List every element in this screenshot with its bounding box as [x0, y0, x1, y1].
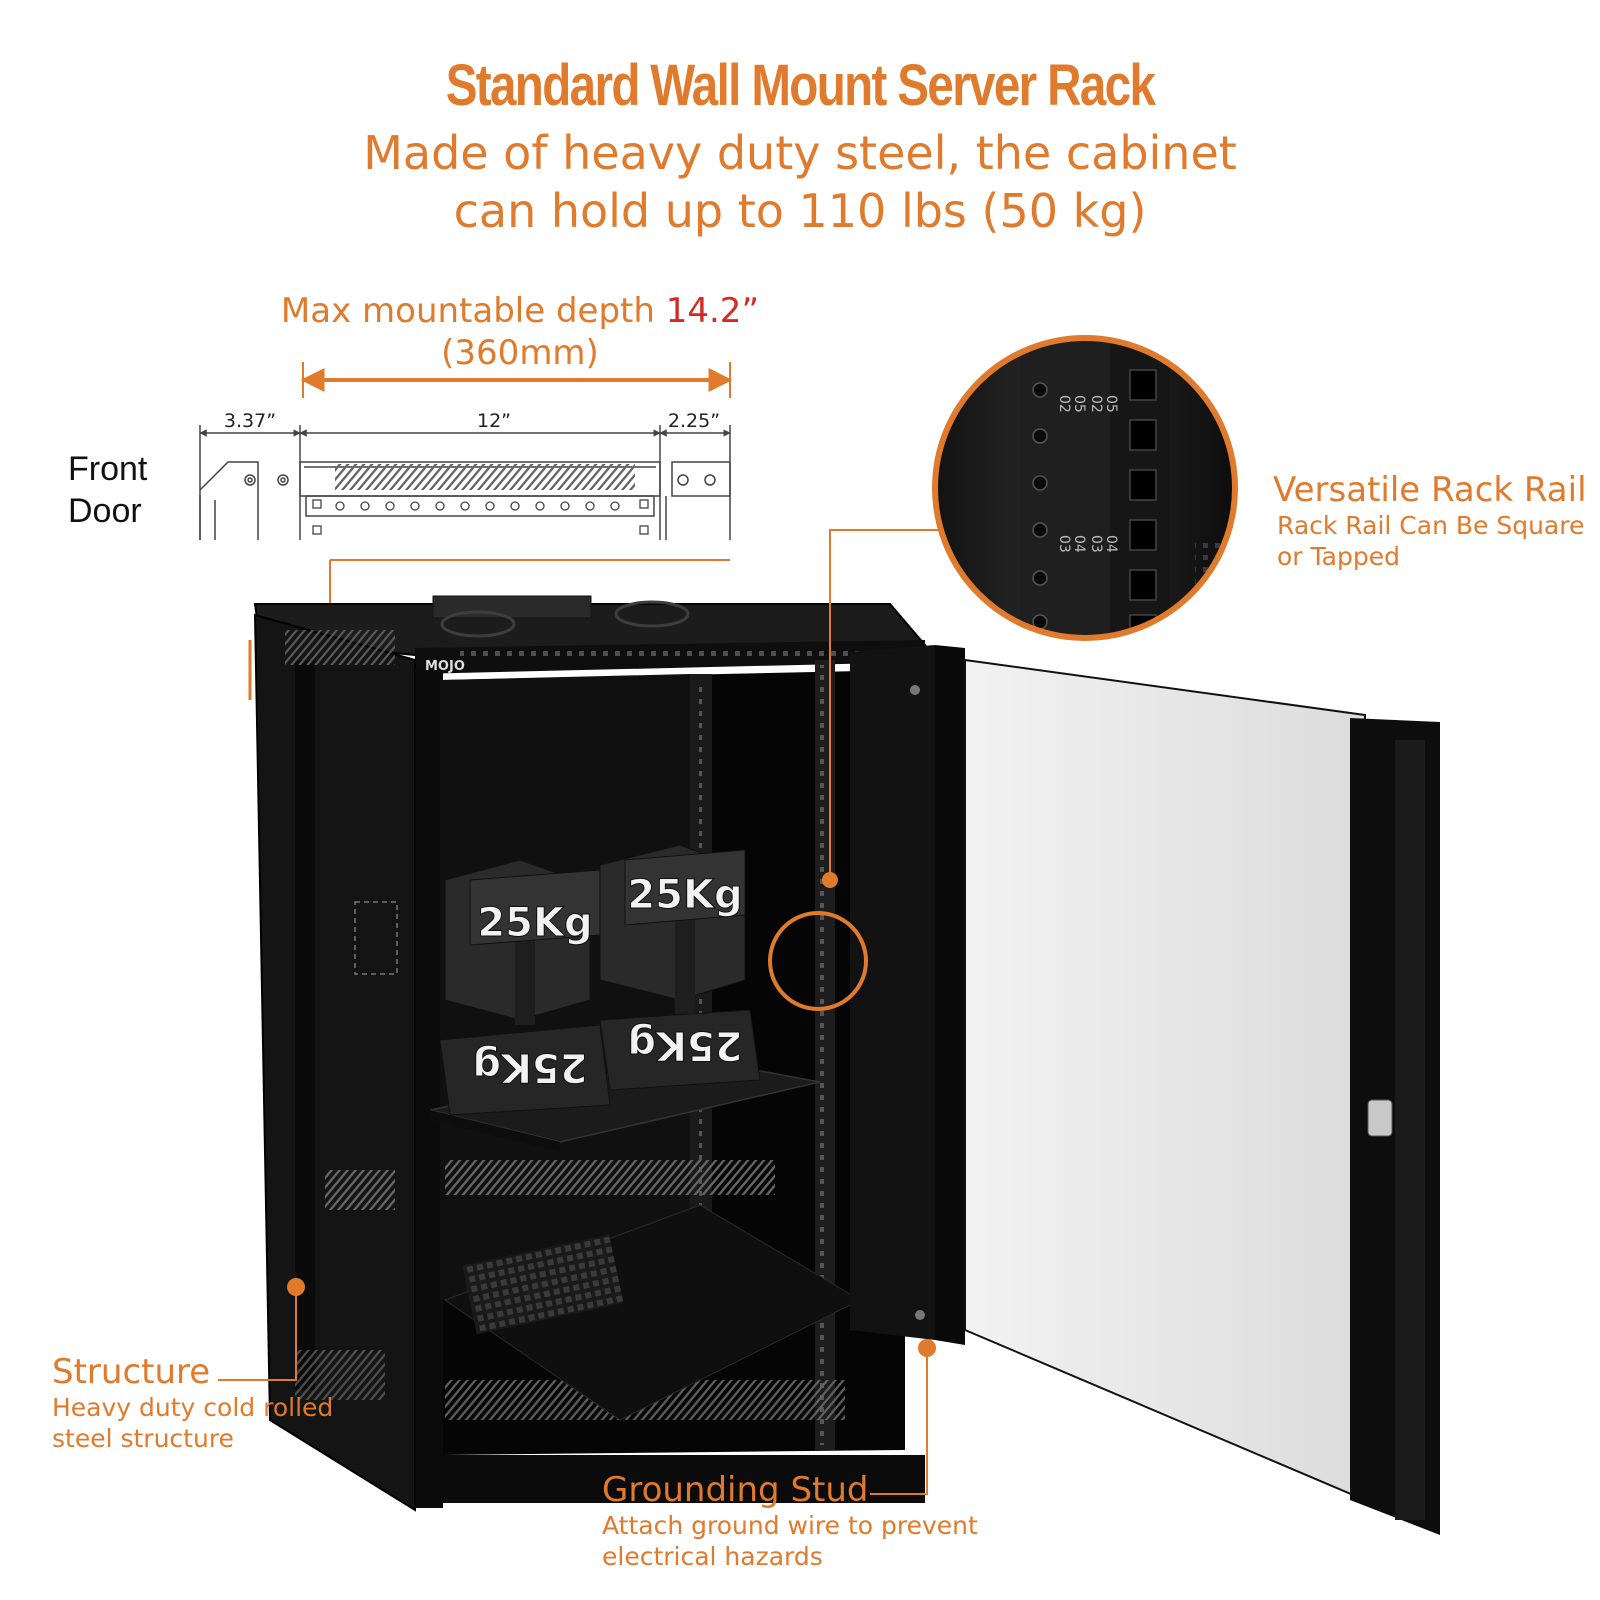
max-depth-label: Max mountable depth 14.2” (360mm) [230, 290, 810, 374]
grounding-title: Grounding Stud [602, 1470, 869, 1510]
rack-rail-line-2: or Tapped [1277, 542, 1400, 571]
weight-label-2: 25Kg [627, 872, 742, 918]
structure-line-2: steel structure [52, 1424, 234, 1453]
grounding-callout: Grounding Stud Attach ground wire to pre… [602, 1470, 978, 1572]
rack-rail-callout: Versatile Rack Rail Rack Rail Can Be Squ… [1273, 470, 1587, 572]
drawing-vents [335, 464, 635, 490]
page-subtitle: Made of heavy duty steel, the cabinet ca… [0, 124, 1600, 240]
rail-marking-03a: 03 [1056, 535, 1072, 553]
subtitle-line-2: can hold up to 110 lbs (50 kg) [453, 184, 1147, 238]
grounding-line-2: electrical hazards [602, 1542, 823, 1571]
grounding-line-1: Attach ground wire to prevent [602, 1511, 978, 1540]
rail-zoom-view [937, 340, 1233, 636]
structure-title: Structure [52, 1352, 211, 1392]
rack-rail-line-1: Rack Rail Can Be Square [1277, 511, 1585, 540]
front-door-line-2: Door [68, 492, 142, 530]
weight-label-3: 25Kg [472, 1044, 587, 1090]
rail-marking-02b: 02 [1088, 395, 1104, 413]
front-door-line-1: Front [68, 450, 148, 488]
weights [439, 844, 761, 1116]
dim-label-right: 2.25” [668, 410, 720, 432]
subtitle-line-1: Made of heavy duty steel, the cabinet [363, 126, 1237, 180]
rail-marking-04a: 04 [1071, 535, 1087, 553]
brand-logo: MOJO [425, 659, 465, 674]
max-depth-value: 14.2” [665, 291, 760, 331]
rail-marking-02a: 02 [1056, 395, 1072, 413]
structure-callout-line [218, 1287, 297, 1381]
rail-highlight-circle [768, 911, 868, 1011]
rail-zoom-ring [932, 335, 1238, 641]
rail-marking-04b: 04 [1103, 535, 1119, 553]
rail-marking-05b: 05 [1103, 395, 1119, 413]
rail-marking-03b: 03 [1088, 535, 1104, 553]
rack-rail-title: Versatile Rack Rail [1273, 470, 1587, 510]
weight-label-4: 25Kg [627, 1022, 742, 1068]
rail-callout-line [829, 529, 940, 880]
glass-door [850, 645, 1440, 1535]
max-depth-metric: (360mm) [441, 333, 599, 373]
dim-label-left: 3.37” [224, 410, 276, 432]
rail-marking-05a: 05 [1071, 395, 1087, 413]
page-title: Standard Wall Mount Server Rack [445, 53, 1156, 118]
grounding-callout-line [870, 1348, 928, 1495]
dim-label-middle: 12” [477, 410, 511, 432]
structure-line-1: Heavy duty cold rolled [52, 1393, 334, 1422]
max-depth-text: Max mountable depth [280, 291, 655, 331]
weight-label-1: 25Kg [477, 900, 592, 946]
drawing-holes [312, 499, 649, 535]
structure-callout: Structure Heavy duty cold rolled steel s… [52, 1352, 333, 1454]
front-door-label: Front Door [68, 448, 147, 532]
